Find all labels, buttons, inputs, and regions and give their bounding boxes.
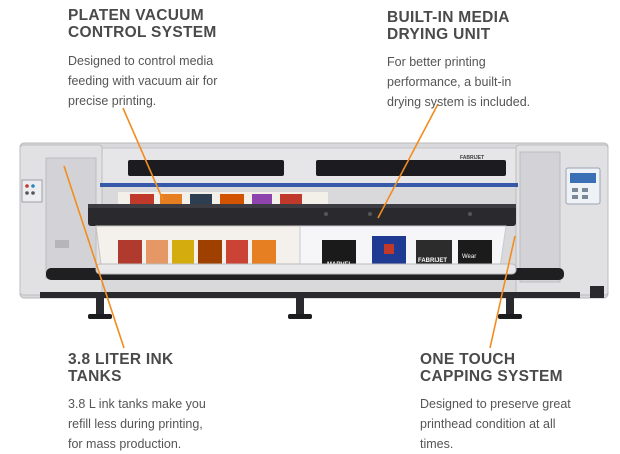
- description-line: Designed to preserve great: [420, 397, 571, 411]
- description-line: feeding with vacuum air for: [68, 74, 218, 88]
- printer-stand: [40, 263, 604, 319]
- description-line: precise printing.: [68, 94, 157, 108]
- callout-title-line: TANKS: [68, 368, 122, 385]
- callout-platen-vacuum: PLATEN VACUUM CONTROL SYSTEM Designed to…: [68, 7, 268, 111]
- callout-title-line: 3.8 LITER INK: [68, 351, 174, 368]
- description-line: For better printing: [387, 55, 486, 69]
- callout-capping-system: ONE TOUCH CAPPING SYSTEM Designed to pre…: [420, 351, 615, 454]
- callout-title: ONE TOUCH CAPPING SYSTEM: [420, 351, 615, 385]
- top-brand-label: FABRIJET: [460, 155, 484, 161]
- description-line: drying system is included.: [387, 95, 531, 109]
- callout-lines: [63, 103, 516, 349]
- callout-title: BUILT-IN MEDIA DRYING UNIT: [387, 9, 597, 43]
- front-brand-label: FABRIJET: [418, 258, 447, 264]
- callout-description: Designed to control media feeding with v…: [68, 51, 268, 111]
- callout-title-line: CAPPING SYSTEM: [420, 368, 563, 385]
- description-line: for mass production.: [68, 437, 182, 451]
- description-line: printhead condition at all: [420, 417, 556, 431]
- callout-ink-tanks: 3.8 LITER INK TANKS 3.8 L ink tanks make…: [68, 351, 268, 454]
- callout-description: Designed to preserve great printhead con…: [420, 394, 615, 454]
- callout-media-drying: BUILT-IN MEDIA DRYING UNIT For better pr…: [387, 9, 597, 112]
- callout-title: PLATEN VACUUM CONTROL SYSTEM: [68, 7, 268, 41]
- capping-callout-line: [489, 235, 516, 349]
- callout-description: For better printing performance, a built…: [387, 52, 597, 112]
- ink-callout-line: [63, 165, 125, 349]
- drying-callout-line: [377, 103, 439, 219]
- callout-title-line: BUILT-IN MEDIA: [387, 9, 510, 26]
- callout-title-line: PLATEN VACUUM: [68, 7, 204, 24]
- callout-description: 3.8 L ink tanks make you refill less dur…: [68, 394, 268, 454]
- callout-title-line: ONE TOUCH: [420, 351, 516, 368]
- description-line: refill less during printing,: [68, 417, 203, 431]
- description-line: Designed to control media: [68, 54, 214, 68]
- platen-callout-line: [122, 107, 164, 201]
- callout-title-line: CONTROL SYSTEM: [68, 24, 217, 41]
- description-line: times.: [420, 437, 454, 451]
- description-line: performance, a built-in: [387, 75, 512, 89]
- description-line: 3.8 L ink tanks make you: [68, 397, 206, 411]
- callout-title-line: DRYING UNIT: [387, 26, 491, 43]
- print-word-wear: Wear: [462, 254, 476, 260]
- callout-title: 3.8 LITER INK TANKS: [68, 351, 268, 385]
